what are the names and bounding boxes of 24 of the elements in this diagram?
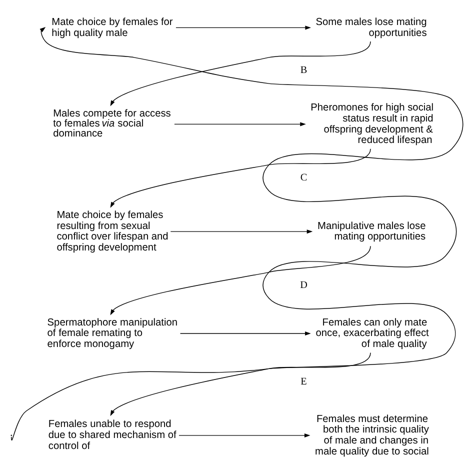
label: E — [300, 376, 307, 388]
node-text: Females must determine both the intrinsic quality of male and changes in male quality due to social — [315, 414, 429, 458]
node-text: Females unable to respond due to shared mechanism of control of — [48, 419, 176, 452]
node-text: Males compete for access to females via social dominance — [53, 108, 171, 140]
node-text: Manipulative males lose mating opportunities — [318, 220, 426, 243]
label: C — [300, 172, 308, 184]
arrow — [174, 122, 306, 126]
node-text: Spermatophore manipulation of female remating to enforce monogamy — [47, 317, 178, 350]
arrow — [110, 41, 371, 106]
node-text: Pheromones for high social status result in rapid offspring development & reduced lifespan — [310, 102, 434, 146]
node-text: Mate choice by females resulting from sexual conflict over lifespan and offspring development — [56, 210, 168, 254]
arrow — [110, 246, 371, 316]
arrow — [180, 331, 311, 336]
arrow — [110, 148, 371, 208]
node-text: Mate choice by females for high quality male — [52, 16, 173, 39]
label: B — [300, 65, 308, 76]
label: D — [300, 280, 308, 291]
arrow — [178, 433, 310, 438]
node-text: Some males lose mating opportunities — [316, 16, 427, 39]
node-text: Females can only mate once, exacerbating effect of male quality — [316, 317, 429, 350]
arrow — [11, 27, 464, 440]
arrow — [176, 26, 311, 30]
arrow — [110, 352, 371, 416]
arrow — [170, 230, 313, 234]
